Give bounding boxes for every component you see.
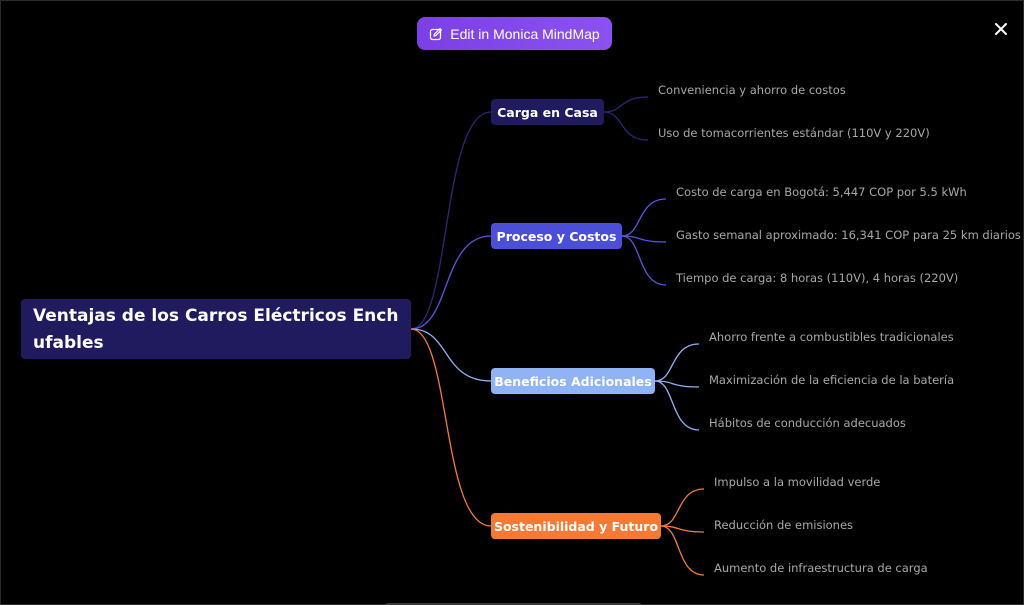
leaf-node[interactable]: Reducción de emisiones — [714, 518, 854, 532]
close-icon — [995, 23, 1007, 35]
leaf-node[interactable]: Costo de carga en Bogotá: 5,447 COP por … — [676, 185, 967, 199]
horizontal-scrollbar[interactable] — [386, 603, 641, 605]
branch-to-leaf-connector — [654, 380, 700, 388]
root-to-branch-connector — [410, 328, 492, 527]
root-to-branch-connector — [410, 111, 492, 330]
leaf-node[interactable]: Ahorro frente a combustibles tradicional… — [709, 330, 954, 344]
branch-node-proceso-y-costos[interactable]: Proceso y Costos — [491, 223, 622, 249]
branch-to-leaf-connector — [603, 96, 649, 113]
leaf-node[interactable]: Hábitos de conducción adecuados — [709, 416, 906, 430]
edit-pencil-icon — [430, 27, 443, 40]
branch-to-leaf-connector — [621, 198, 667, 237]
mindmap-root-node[interactable]: Ventajas de los Carros Eléctricos Enchuf… — [21, 299, 411, 359]
leaf-node[interactable]: Gasto semanal aproximado: 16,341 COP par… — [676, 228, 1021, 242]
branch-to-leaf-connector — [621, 235, 667, 243]
branch-to-leaf-connector — [654, 343, 700, 382]
branch-to-leaf-connector — [654, 380, 700, 431]
leaf-node[interactable]: Impulso a la movilidad verde — [714, 475, 881, 489]
leaf-node[interactable]: Aumento de infraestructura de carga — [714, 561, 928, 575]
branch-to-leaf-connector — [660, 525, 705, 533]
branch-to-leaf-connector — [603, 111, 649, 141]
branch-node-beneficios-adicionales[interactable]: Beneficios Adicionales — [491, 368, 655, 394]
branch-node-carga-en-casa[interactable]: Carga en Casa — [491, 99, 604, 125]
close-button[interactable] — [990, 18, 1012, 40]
branch-to-leaf-connector — [660, 525, 705, 576]
leaf-node[interactable]: Maximización de la eficiencia de la bate… — [709, 373, 955, 387]
branch-node-sostenibilidad-y-futuro[interactable]: Sostenibilidad y Futuro — [491, 513, 661, 539]
leaf-node[interactable]: Tiempo de carga: 8 horas (110V), 4 horas… — [676, 271, 959, 285]
edit-in-mindmap-button[interactable]: Edit in Monica MindMap — [417, 17, 612, 50]
leaf-node[interactable]: Uso de tomacorrientes estándar (110V y 2… — [658, 126, 930, 140]
root-to-branch-connector — [410, 235, 492, 330]
root-to-branch-connector — [410, 328, 492, 382]
branch-to-leaf-connector — [621, 235, 667, 286]
branch-to-leaf-connector — [660, 488, 705, 527]
leaf-node[interactable]: Conveniencia y ahorro de costos — [658, 83, 846, 97]
edit-button-label: Edit in Monica MindMap — [450, 25, 600, 42]
